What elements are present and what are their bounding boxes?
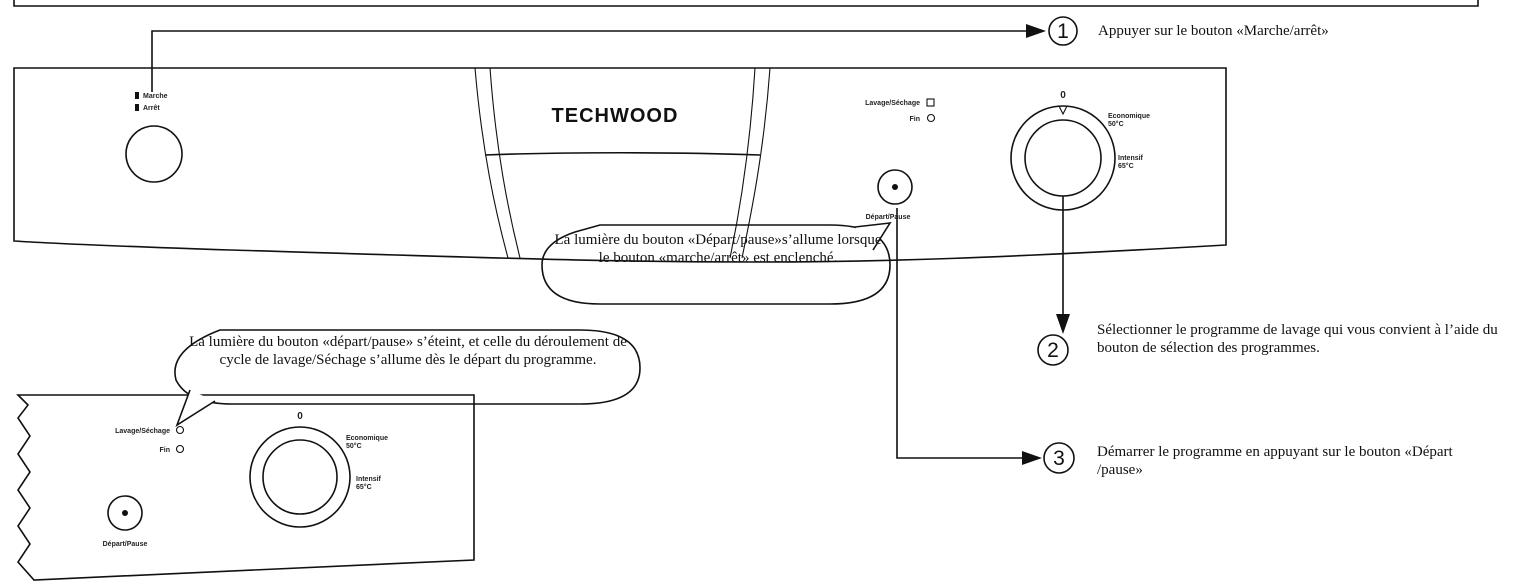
start-pause-light-top [892, 184, 898, 190]
callout-tail-start-light-off [175, 389, 216, 427]
step-3-pointer-line [896, 208, 1024, 459]
step-2-badge [1037, 334, 1069, 366]
power-off-label: Arrêt [143, 105, 160, 112]
step-1-arrowhead [1026, 24, 1046, 38]
dial-intensive-label-top: Intensif [1118, 155, 1144, 162]
wash-dry-indicator-top [926, 98, 935, 107]
step-3-text: Démarrer le programme en appuyant sur le… [1097, 444, 1453, 478]
step-1-text: Appuyer sur le bouton «Marche/arrêt» [1098, 23, 1329, 39]
program-dial-bottom[interactable]: 0 Economique 50°C Intensif 65°C [249, 411, 388, 528]
start-pause-label-top: Départ/Pause [866, 214, 911, 221]
step-1-pointer-line [151, 30, 1028, 92]
end-label-bottom: Fin [160, 447, 171, 454]
top-frame-edge [13, 0, 1479, 7]
wash-dry-label-bottom: Lavage/Séchage [115, 428, 170, 435]
start-pause-light-bottom [122, 510, 128, 516]
dial-zero-top: 0 [1060, 90, 1066, 101]
wash-dry-label-top: Lavage/Séchage [865, 100, 920, 107]
end-indicator-bottom [175, 444, 185, 454]
step-3-arrowhead [1022, 451, 1042, 465]
step-2-text: Sélectionner le programme de lavage qui … [1097, 322, 1498, 356]
step-3-number: 3 [1053, 447, 1065, 470]
step-3-badge [1043, 442, 1075, 474]
callout-text-start-light-off: La lumière du bouton «départ/pause» s’ét… [189, 334, 627, 368]
dial-eco-label-top: Economique [1108, 113, 1150, 120]
wash-dry-indicator-bottom [175, 425, 185, 435]
dial-intensive-label-bottom: Intensif [356, 476, 382, 483]
step-1-badge [1048, 16, 1078, 46]
dial-eco-temp-bottom: 50°C [346, 442, 362, 450]
power-on-label: Marche [143, 93, 168, 100]
start-pause-button-bottom[interactable] [107, 495, 143, 531]
step-2-number: 2 [1047, 339, 1059, 362]
dial-intensive-temp-top: 65°C [1118, 162, 1134, 170]
callout-bubble-start-light-on [541, 224, 891, 305]
control-panel-top: TECHWOOD Marche Arrêt Lavage/Séchage Fin… [13, 67, 1227, 263]
dial-zero-bottom: 0 [297, 411, 303, 422]
start-pause-label-bottom: Départ/Pause [103, 541, 148, 548]
dial-eco-temp-top: 50°C [1108, 120, 1124, 128]
power-button[interactable] [125, 125, 183, 183]
end-indicator-top [926, 113, 936, 123]
dial-intensive-temp-bottom: 65°C [356, 483, 372, 491]
step-1-number: 1 [1057, 20, 1069, 43]
control-panel-bottom: Lavage/Séchage Fin Départ/Pause 0 Econom… [16, 394, 475, 581]
step-2-arrowhead [1056, 314, 1070, 334]
program-dial-top[interactable]: 0 Economique 50°C Intensif 65°C [1010, 90, 1150, 211]
power-indicators: Marche Arrêt [135, 92, 168, 112]
dial-eco-label-bottom: Economique [346, 435, 388, 442]
callout-tail-start-light-on [854, 222, 892, 251]
end-label-top: Fin [910, 116, 921, 123]
callout-bubble-start-light-off [174, 329, 641, 405]
callout-text-start-light-on: La lumière du bouton «Départ/pause»s’all… [554, 232, 882, 266]
brand-logo-text: TECHWOOD [552, 105, 679, 127]
start-pause-button-top[interactable] [877, 169, 913, 205]
